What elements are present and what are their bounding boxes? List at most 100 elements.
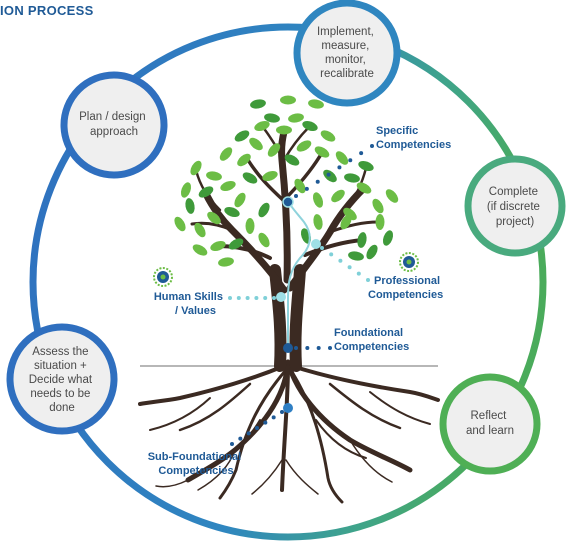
tree-leaf <box>234 192 246 208</box>
step-complete-line-1: Complete <box>489 186 538 198</box>
step-reflect-line-2: and learn <box>466 425 514 437</box>
tree-leaf <box>312 192 324 208</box>
tree-leaf <box>245 218 255 234</box>
professional-connector-dot <box>320 246 324 250</box>
professional-connector-dot <box>366 278 370 282</box>
professional-label-line-1: Professional <box>374 275 440 287</box>
tree-leaf <box>276 125 292 135</box>
step-plan-line-1: Plan / design <box>79 111 146 123</box>
specific-label-line-2: Competencies <box>376 139 451 151</box>
tree-leaf <box>323 169 337 183</box>
tree-leaf <box>313 214 323 230</box>
tree-leaf <box>185 198 195 214</box>
tree-leaf <box>242 172 258 184</box>
sub-foundational-connector-dot <box>238 436 243 441</box>
human-skills-connector-dot <box>254 296 259 300</box>
sub-foundational-line-2: Competencies <box>158 465 233 477</box>
step-assess-line-4: needs to be <box>30 388 90 400</box>
specific-connector-dot <box>315 179 320 184</box>
tree-leaf <box>320 130 336 142</box>
specific-connector-dot <box>304 186 309 191</box>
tree-leaf <box>228 238 244 250</box>
tree-leaf <box>192 244 208 256</box>
specific-connector-dot <box>337 165 342 170</box>
tree-leaf <box>234 130 250 142</box>
professional-connector-dot <box>356 271 361 276</box>
competency-line <box>287 199 311 348</box>
header-title: ION PROCESS <box>0 3 94 18</box>
step-reflect-line-1: Reflect <box>471 410 508 422</box>
specific-competencies-label: Specific Competencies <box>376 125 451 151</box>
foundational-connector-dot <box>316 346 321 350</box>
tree-leaf <box>366 244 378 260</box>
human-skills-line-2: / Values <box>175 305 216 317</box>
tree-leaf <box>258 202 270 218</box>
tree-leaf <box>344 173 360 183</box>
professional-label-line-2: Competencies <box>368 289 443 301</box>
step-implement: Implement, measure, monitor, recalibrate <box>293 0 401 107</box>
tree-leaf <box>198 186 214 198</box>
step-implement-line-2: measure, <box>321 40 369 52</box>
tree-leaf <box>249 137 263 151</box>
foundational-connector-dot <box>305 346 310 350</box>
tree-leaf <box>356 182 372 194</box>
step-assess: Assess the situation + Decide what needs… <box>6 323 118 435</box>
tree-leaf <box>288 113 304 123</box>
tree-leaf <box>343 207 357 221</box>
svg-text:Plan / design approach: Plan / design approach <box>79 111 149 138</box>
foundational-line-2: Competencies <box>334 341 409 353</box>
human-skills-connector-dot <box>245 296 250 300</box>
specific-label-line-1: Specific <box>376 125 418 137</box>
sub-foundational-line-1: Sub-Foundational <box>148 451 241 463</box>
human-skills-connector-dot <box>272 296 276 300</box>
foundational-connector-dot <box>294 346 298 350</box>
svg-text:Complete (if discrete: Complete (if discrete project) <box>487 186 543 228</box>
tree-leaf <box>302 120 318 132</box>
sub-foundational-connector-dot <box>230 442 234 446</box>
specific-connector-dot <box>326 172 331 177</box>
tree-roots <box>138 359 440 504</box>
tree-leaf <box>375 214 385 230</box>
foundational-competencies-label: Foundational Competencies <box>334 327 409 353</box>
cycle-ring <box>29 23 547 541</box>
step-assess-line-5: done <box>49 402 75 414</box>
step-reflect: Reflect and learn <box>439 373 541 475</box>
tree-leaf <box>206 171 222 181</box>
professional-connector-dot <box>347 265 352 270</box>
human-skills-label: Human Skills / Values <box>154 291 226 317</box>
tree-leaf <box>264 113 280 123</box>
sub-foundational-connector-dot <box>246 431 251 436</box>
sub-foundational-connector-dot <box>263 420 268 425</box>
svg-text:Implement, measure,: Implement, measure, monitor, recalibrate <box>317 26 377 80</box>
professional-competencies-label: Professional Competencies <box>368 275 443 301</box>
step-complete: Complete (if discrete project) <box>464 155 566 257</box>
tree-leaf <box>331 189 345 203</box>
tree-leaf <box>294 178 306 194</box>
step-plan: Plan / design approach <box>60 71 168 179</box>
tree-leaf <box>194 222 206 238</box>
human-skills-marker <box>276 292 286 302</box>
sub-foundational-competencies-label: Sub-Foundational Competencies <box>148 451 245 477</box>
tree-leaf <box>300 228 312 244</box>
specific-connector-dot <box>294 194 298 198</box>
professional-connector-dot <box>338 258 343 263</box>
tree-leaf <box>219 147 233 161</box>
tree-leaf <box>262 170 278 182</box>
tree-leaf <box>210 240 226 252</box>
tree-leaf <box>174 216 186 232</box>
step-complete-line-2: (if discrete <box>487 201 540 213</box>
specific-connector-dot <box>348 158 353 163</box>
tree-leaf <box>258 232 270 248</box>
tree-leaf <box>335 151 349 165</box>
tree-leaf <box>250 99 266 109</box>
step-plan-line-2: approach <box>90 126 138 138</box>
step-complete-line-3: project) <box>496 216 535 228</box>
foundational-connector-dot <box>328 346 332 350</box>
step-implement-line-3: monitor, <box>325 54 366 66</box>
specific-connector-dot <box>370 144 374 148</box>
tree-leaf <box>190 160 202 176</box>
connector-dots <box>228 144 374 446</box>
svg-text:Reflect and learn: Reflect and learn <box>466 410 514 437</box>
human-skills-connector-dot <box>236 296 241 300</box>
tree-leaf <box>218 257 234 267</box>
